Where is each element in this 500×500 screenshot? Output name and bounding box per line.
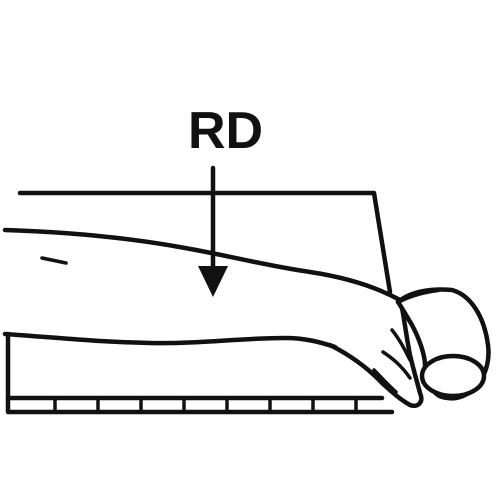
roll-end [419, 353, 487, 399]
wrist-roll-icon [395, 287, 491, 401]
forearm-upper-edge [2, 227, 403, 303]
hand-finger-1 [381, 350, 412, 380]
hand-finger-3 [372, 368, 398, 394]
arrow-head [198, 266, 228, 297]
roll-side [395, 287, 441, 305]
wrist-crease [40, 256, 68, 265]
forearm-lower-edge [2, 331, 338, 350]
downward-arrow-icon [198, 165, 228, 297]
rd-label: RD [188, 102, 264, 160]
base-segments [53, 396, 358, 414]
hand-icon [327, 299, 424, 408]
base-plate [5, 331, 395, 415]
hand-palm-outline [327, 299, 424, 408]
support-block-top [17, 190, 393, 295]
hand-finger-2 [390, 328, 412, 362]
